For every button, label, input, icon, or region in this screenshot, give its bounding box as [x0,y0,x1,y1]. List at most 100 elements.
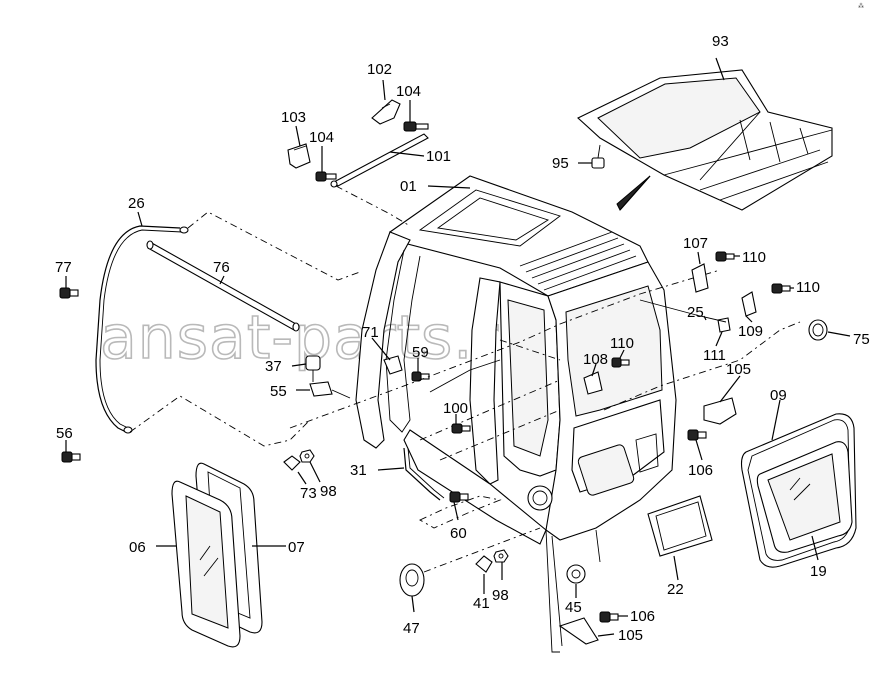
label-110-c: 110 [610,335,634,352]
bracket-102 [371,99,401,125]
cap-41 [475,555,493,573]
label-110-b: 110 [796,279,820,296]
label-102: 102 [367,61,392,78]
label-45: 45 [565,599,582,616]
bracket-105-lower [558,617,599,645]
rod-31 [403,447,445,501]
clip-55 [309,381,351,399]
label-104-upper: 104 [396,83,421,100]
leader-105-upper [719,375,741,403]
label-37: 37 [265,358,282,375]
guide-floor [419,495,502,529]
label-73: 73 [300,485,317,502]
label-41: 41 [473,595,490,612]
leader-110-c [619,349,625,359]
leader-75 [827,331,851,337]
leader-31 [377,467,405,471]
guide-lower-left [129,395,311,447]
part-111 [717,317,731,333]
label-98-lower: 98 [492,587,509,604]
label-105-lower: 105 [618,627,643,644]
label-25: 25 [687,304,704,321]
cap-73 [283,455,301,471]
label-101: 101 [426,148,451,165]
rod-101 [330,133,429,188]
rod-guide-line [335,185,411,227]
label-106-lower: 106 [630,608,655,625]
leader-01 [427,185,471,189]
label-75: 75 [853,331,870,348]
part-108 [583,371,603,395]
leader-102 [382,79,386,101]
leader-25 [703,315,707,321]
leader-106-upper [695,439,703,461]
part-25 [639,299,727,323]
leader-101 [389,151,425,157]
bolt-77 [59,287,79,299]
label-55: 55 [270,383,287,400]
guide-bottom-b [551,535,563,647]
leader-47 [411,595,415,613]
bolt-104-upper [403,121,429,132]
leader-93 [715,57,725,81]
leader-107 [697,251,701,265]
label-31: 31 [350,462,367,479]
guide-47 [423,527,541,573]
bolt-106-lower [599,611,619,623]
label-107: 107 [683,235,708,252]
label-109: 109 [738,323,763,340]
guide-upper-left [187,211,361,281]
label-26: 26 [128,195,145,212]
leader-108 [591,363,597,377]
label-76: 76 [213,259,230,276]
bolt-104-lower [315,171,337,182]
roof-panel-93 [577,69,833,211]
leader-109 [745,315,753,323]
label-111: 111 [703,347,726,364]
label-105-upper: 105 [726,361,751,378]
bolt-110-a [715,251,735,262]
bolt-60 [449,491,469,503]
guide-right [603,321,801,411]
label-100: 100 [443,400,468,417]
corner-mark: ⁂ [858,3,864,10]
cap-47 [399,563,425,597]
roof-arrow-line [619,175,651,211]
guide-bottom-a [545,529,560,653]
leader-19 [811,535,819,561]
label-01: 01 [400,178,417,195]
glass-06 [171,480,241,648]
leader-105-lower [597,633,615,637]
bolt-56 [61,451,81,463]
grommet-45 [566,564,586,584]
grommet-75 [808,319,828,341]
label-59: 59 [412,344,429,361]
bracket-109 [741,291,757,317]
label-56: 56 [56,425,73,442]
bolt-100 [451,423,471,434]
bracket-105-upper [703,397,737,425]
part-71 [383,355,403,375]
label-60: 60 [450,525,467,542]
label-108: 108 [583,351,608,368]
leader-22 [673,555,679,581]
bolt-110-b [771,283,791,294]
seal-22 [647,495,713,557]
rod-76 [146,240,300,332]
leader-09 [771,399,781,441]
weatherstrip-26 [95,225,189,434]
label-110-a: 110 [742,249,766,266]
cab-frame-01 [355,175,677,545]
label-19: 19 [810,563,827,580]
leader-111 [715,331,723,347]
nut-98-upper [299,449,315,463]
label-77: 77 [55,259,72,276]
label-71: 71 [362,324,379,341]
leader-73 [297,471,307,485]
leader-71 [371,337,391,361]
label-104-lower: 104 [309,129,334,146]
guide-bottom-c [595,529,601,563]
part-37 [305,355,321,382]
bolt-106-upper [687,429,707,441]
label-93: 93 [712,33,729,50]
